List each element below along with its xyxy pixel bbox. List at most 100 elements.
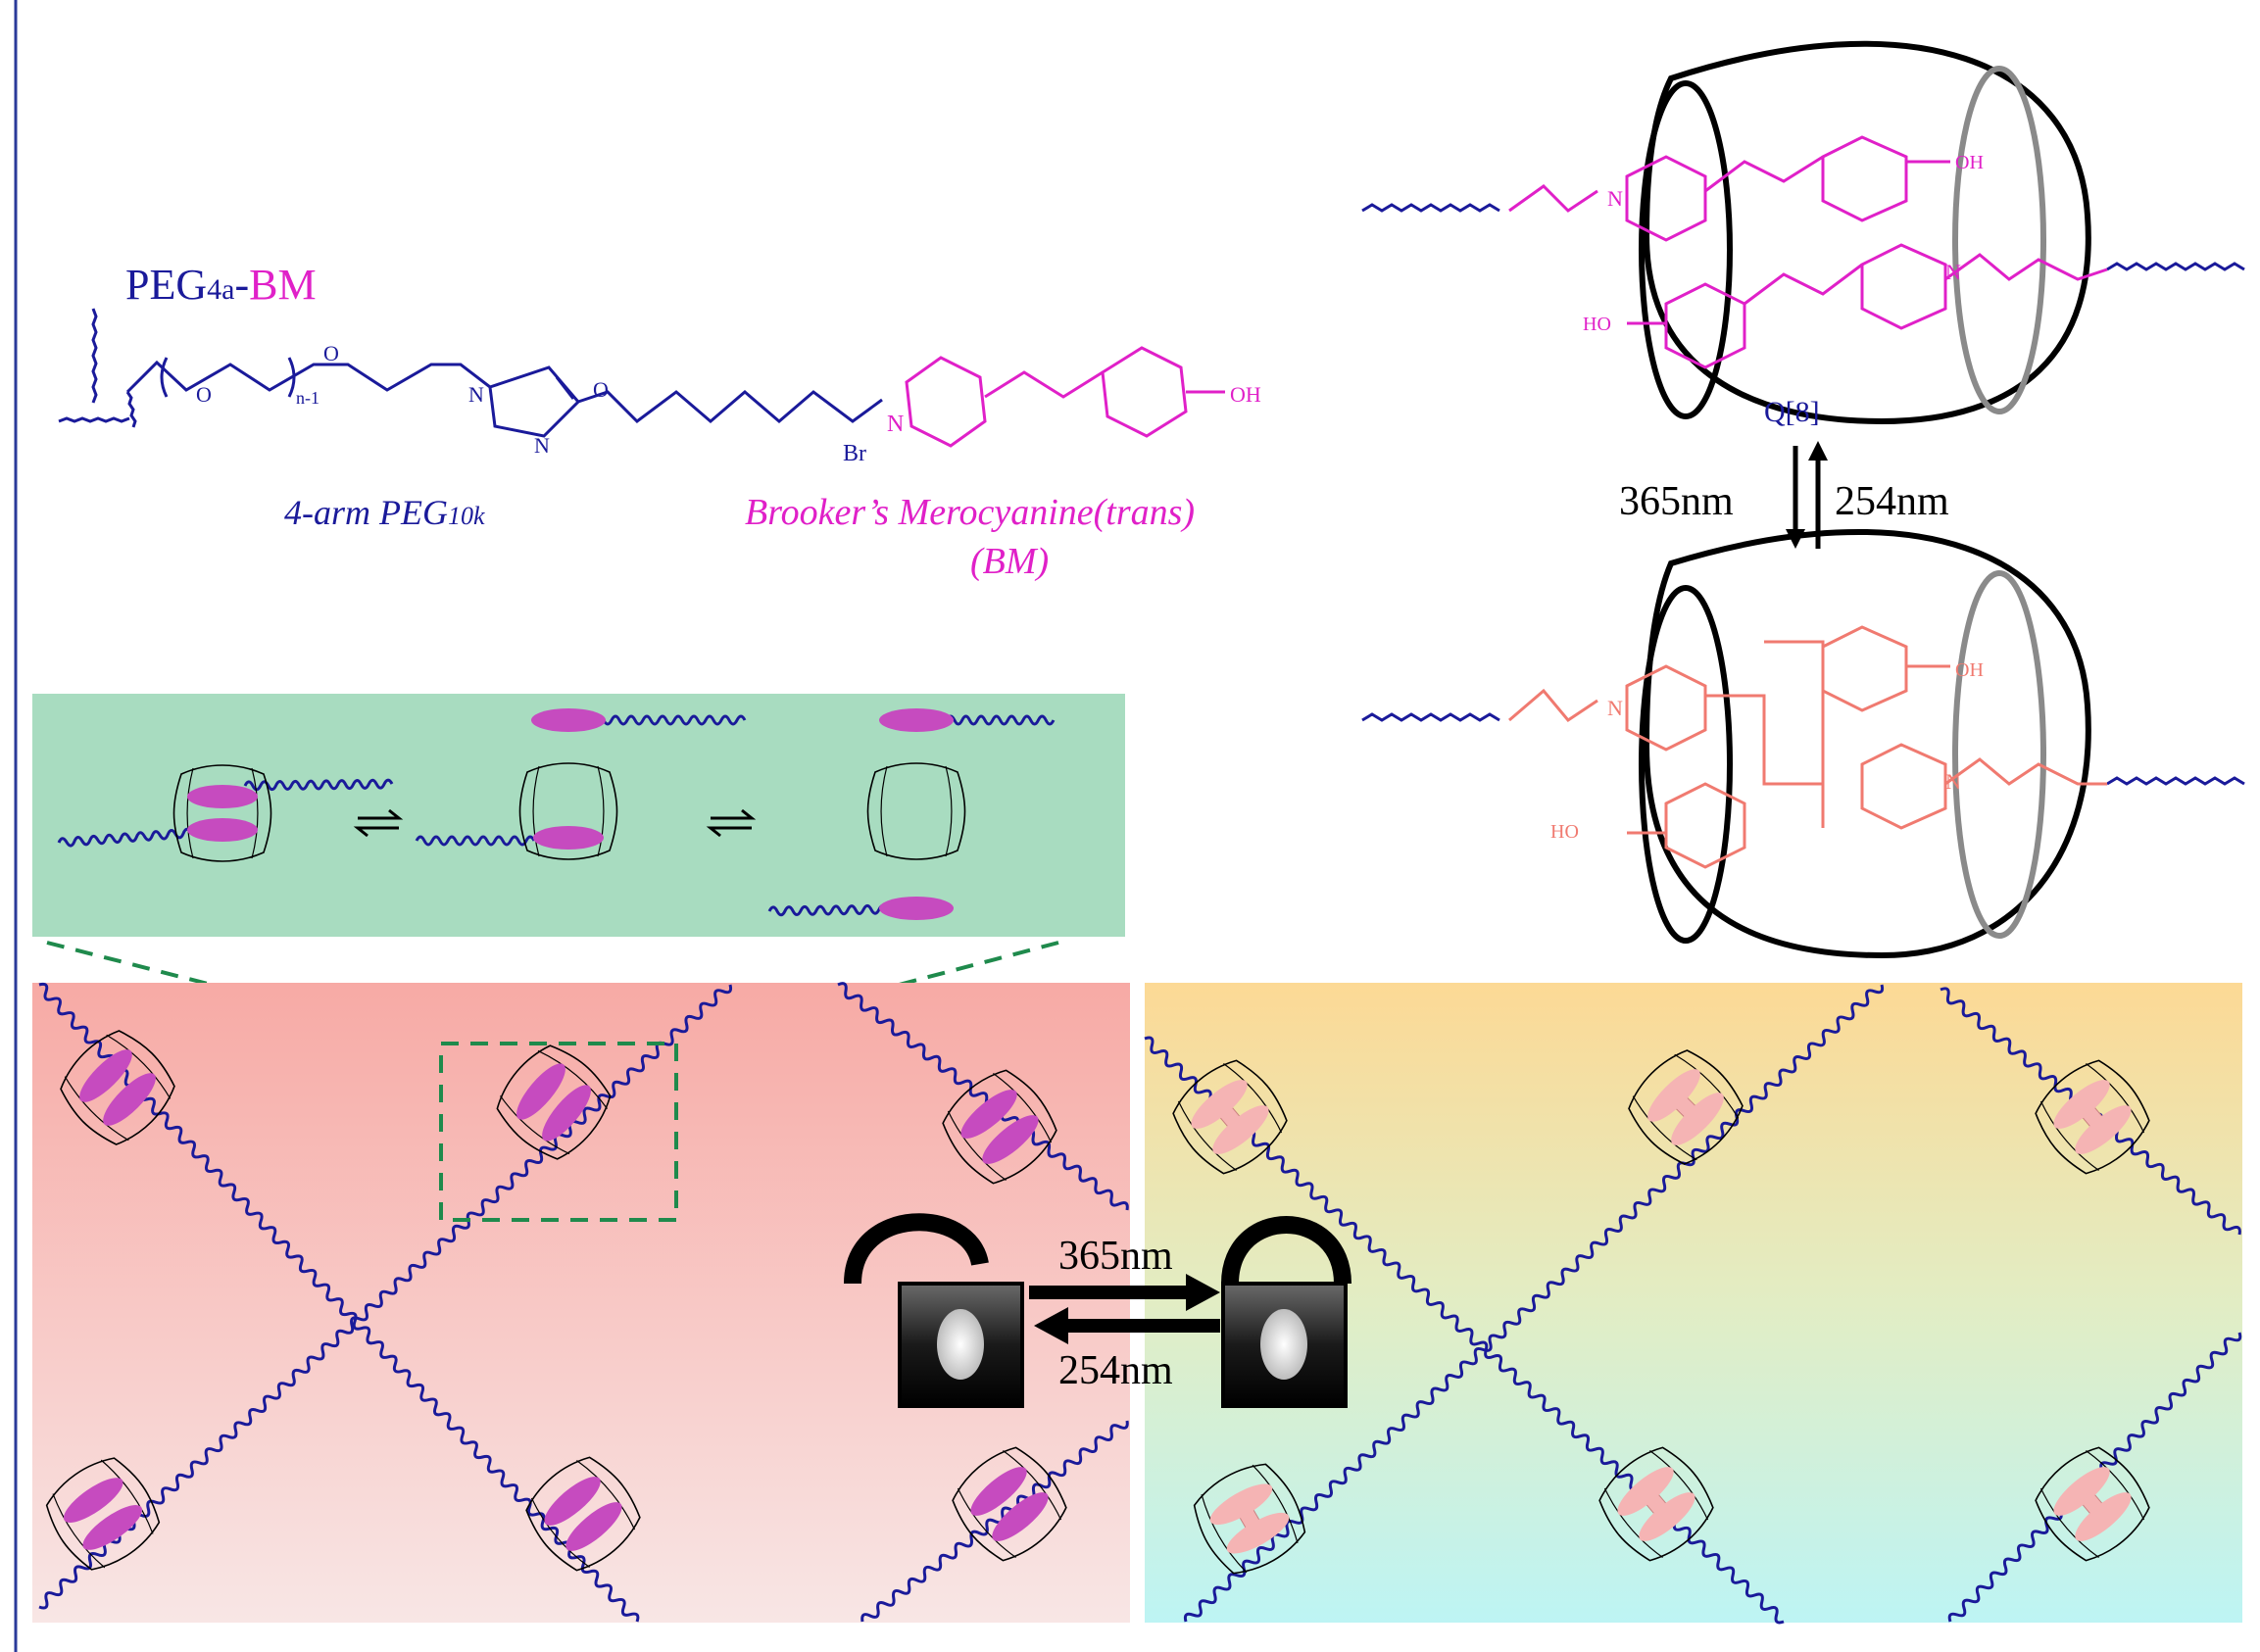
phenol-ring — [1101, 346, 1188, 438]
gel-right-capsule-6-guest-a — [2053, 1467, 2110, 1516]
gel-right-capsule-1-rim-left — [1177, 1100, 1237, 1172]
chain-left-bottom — [1361, 712, 1500, 722]
gel-right-chain-b — [1183, 984, 1885, 1623]
q8-rim-left — [1639, 80, 1733, 419]
gel-right-capsule-6-cage — [2035, 1446, 2150, 1562]
gel-right-capsule-3 — [2035, 1059, 2150, 1175]
triazole-n1: N — [468, 382, 484, 407]
bromide-label: Br — [843, 441, 866, 466]
peg-bm-structure: PEG4a-BM O O n-1 N N O Br N OH 4-arm PEG… — [58, 261, 1261, 582]
q8-rim-left-bottom — [1639, 585, 1733, 944]
gel-right-capsule-5-cage — [1598, 1446, 1714, 1562]
gel-left-capsule-1-cage — [60, 1030, 175, 1145]
q8-rim-right-bottom — [1952, 570, 2046, 939]
chain-left-top — [1361, 203, 1500, 213]
gel-left-capsule-5-guest-a — [544, 1477, 601, 1526]
gel-left-capsule-6 — [952, 1446, 1067, 1562]
inset-bound-guest — [533, 826, 604, 850]
equilibrium-inset — [32, 694, 1125, 937]
complex-dimer-n-plus-d: N — [1945, 769, 1961, 794]
gel-left-capsule-1-guest-b — [103, 1073, 156, 1126]
gel-left-capsule-4-guest-b — [82, 1505, 143, 1550]
gel-right-capsule-4 — [1193, 1463, 1306, 1575]
zoom-box-overlay — [439, 1042, 678, 1222]
inset-capsule-2-rim-left — [532, 765, 540, 857]
inset-capsule-3-rim-right — [945, 765, 953, 857]
chain-right-bottom — [2106, 776, 2245, 786]
q8-barrel-top — [1643, 40, 2091, 425]
gel-left-chain-d — [860, 1420, 1129, 1623]
gel-right-capsule-1-guest-b — [1212, 1105, 1269, 1154]
inset-capsule-1-cage — [172, 764, 272, 862]
inset-chain-4 — [594, 714, 747, 726]
gel-left-capsule-5-rim-right — [576, 1459, 636, 1531]
q8-complex-dimer: N OH HO N — [1361, 528, 2245, 959]
triazole-ring — [488, 365, 581, 438]
gel-left-capsule-3-guest-a — [960, 1090, 1017, 1139]
complex-trans-n-plus-a: N — [1607, 186, 1623, 211]
backward-arrow — [1034, 1307, 1220, 1344]
lock-closed-icon — [1221, 1216, 1351, 1408]
oxygen-3: O — [593, 377, 609, 402]
peg-chain — [125, 360, 491, 394]
repeat-bracket-left — [160, 357, 169, 398]
gel-right-capsule-5-rim-right — [1649, 1449, 1709, 1521]
gel-left-capsule-6-rim-right — [1003, 1449, 1062, 1521]
gel-left-capsule-5-rim-left — [530, 1497, 590, 1569]
gel-left-capsule-5-guest-b — [565, 1502, 622, 1551]
gel-right-capsule-2-rim-right — [1674, 1053, 1740, 1119]
inset-chain-1 — [57, 827, 193, 848]
q8-wavelength-254: 254nm — [1835, 479, 1949, 524]
repeat-subscript: n-1 — [296, 388, 319, 408]
gel-left-capsule-2-rim-right — [537, 1049, 609, 1109]
gel-right-capsule-5-rim-left — [1603, 1487, 1663, 1559]
gel-right-capsule-6-rim-right — [2086, 1449, 2145, 1521]
gel-left-capsule-5 — [525, 1456, 641, 1572]
gel-network-left — [38, 982, 1129, 1623]
inset-capsule-3 — [866, 762, 966, 860]
gel-right-capsule-6-rim-left — [2039, 1487, 2099, 1559]
inset-capsule-1-rim-right — [251, 767, 259, 859]
gel-right-capsule-1-cage — [1172, 1059, 1288, 1175]
q8-wavelength-365: 365nm — [1619, 479, 1734, 524]
lock-open-icon — [844, 1213, 1024, 1408]
equilibrium-arrow-fwd-2 — [711, 808, 757, 820]
inset-capsule-3-cage — [866, 762, 966, 860]
gel-right-capsule-4-rim-right — [1252, 1464, 1299, 1543]
complex-trans-ho: HO — [1583, 314, 1611, 335]
repeat-bracket-right — [287, 357, 296, 398]
gel-left-capsule-4-rim-left — [52, 1493, 106, 1569]
gel-left-capsule-6-guest-a — [970, 1467, 1027, 1516]
q8-panel: N OH HO N Q[8] 365nm 254nm — [1361, 40, 2245, 959]
triazole-double-bond — [555, 376, 575, 400]
inset-capsule-2 — [518, 762, 618, 860]
lock-wavelength-254: 254nm — [1058, 1348, 1173, 1393]
inset-capsule-1-guest-b — [187, 818, 258, 842]
complex-dimer-ho: HO — [1550, 821, 1579, 843]
merocyanine-label: Brooker’s Merocyanine(trans) — [745, 492, 1195, 533]
gel-left-capsule-3-rim-right — [993, 1072, 1053, 1143]
inset-capsule-1 — [172, 764, 272, 862]
gel-right-capsule-1 — [1172, 1059, 1288, 1175]
inset-chain-3 — [415, 835, 536, 847]
gel-network-right — [1144, 984, 2242, 1625]
gel-right-capsule-3-cage — [2035, 1059, 2150, 1175]
inset-capsule-2-rim-right — [597, 765, 605, 857]
equilibrium-arrow-fwd-1 — [358, 808, 404, 820]
gel-right-capsule-3-guest-a — [2053, 1080, 2110, 1129]
gel-left-chain-c — [837, 982, 1129, 1211]
peg-bm-title: PEG4a-BM — [125, 261, 317, 309]
pyridinium-ring — [905, 356, 987, 448]
gel-left-capsule-3-rim-left — [947, 1110, 1007, 1182]
gel-right-capsule-3-guest-b — [2075, 1105, 2132, 1154]
complex-trans-oh: OH — [1955, 152, 1984, 173]
equilibrium-arrow-rev-1 — [353, 826, 399, 838]
q8-rim-right — [1952, 66, 2046, 414]
gel-left-capsule-1-guest-a — [79, 1049, 132, 1102]
inset-free-guest-3 — [879, 897, 954, 920]
bm-abbrev-label: (BM) — [970, 541, 1049, 582]
gel-left-capsule-6-guest-b — [992, 1492, 1049, 1541]
inset-free-guest-2 — [879, 708, 954, 732]
gel-left-capsule-6-cage — [952, 1446, 1067, 1562]
